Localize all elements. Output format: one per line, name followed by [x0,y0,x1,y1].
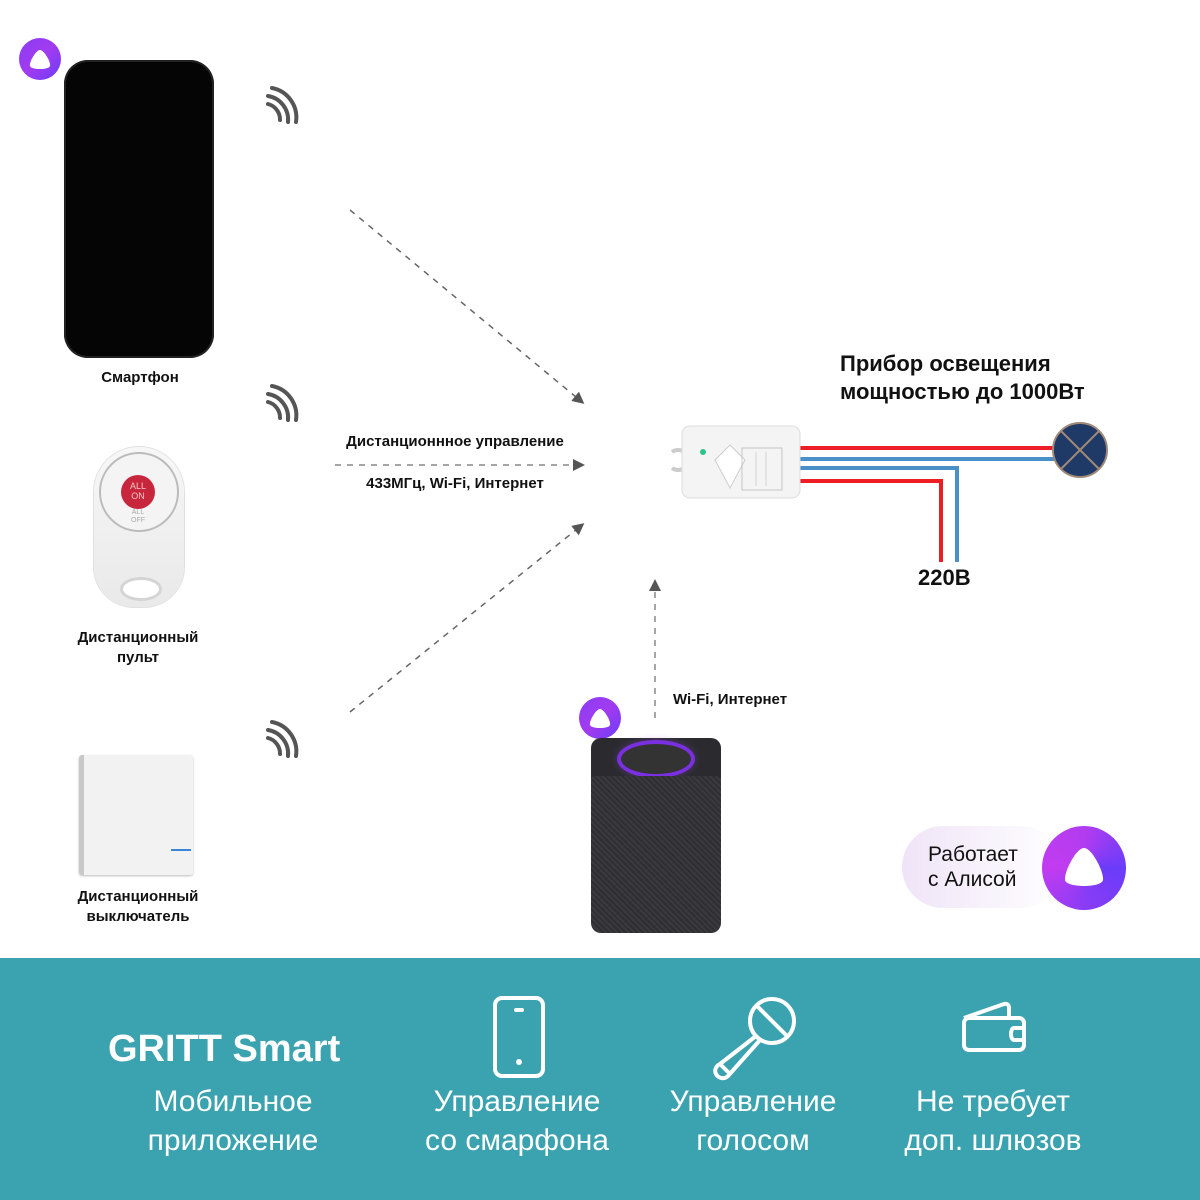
alice-logo [1042,826,1126,910]
wall-switch-device[interactable] [79,755,193,875]
smartphone-device [64,60,214,358]
smartphone-icon [493,996,545,1078]
remote-control-protocols: 433МГц, Wi-Fi, Интернет [366,475,544,492]
keyring-hole [120,577,162,601]
alice-icon [579,697,621,739]
feature-line2: со смарфона [425,1124,609,1157]
wiring [800,446,1055,562]
feature-line1: Управление [433,1085,601,1118]
all-on-text: ALL [129,481,146,491]
lamp-title: Прибор освещения мощностью до 1000Вт [840,350,1180,406]
badge-text: Работает с Алисой [928,842,1018,892]
brand-caption-line1: Мобильное [153,1085,313,1118]
arrow-smartphone-to-relay [349,209,585,404]
feature-gateway-caption: Не требует доп. шлюзов [880,1082,1106,1160]
wire-neutral-supply [800,466,959,562]
speaker-fabric-body [591,776,721,933]
wall-switch-label: Дистанционный выключатель [50,887,226,927]
smartphone-label: Смартфон [101,369,179,386]
wifi-signal-icon [266,86,299,124]
diagram-canvas [266,86,1108,758]
feature-smartphone-caption: Управление со смарфона [404,1082,630,1160]
all-on-text: ON [131,491,145,501]
wifi-signal-icon [266,720,299,758]
speaker-ring-light [621,744,691,774]
feature-line2: доп. шлюзов [904,1124,1082,1157]
all-off-button[interactable]: ALL OFF [126,509,150,525]
remote-label-line2: пульт [117,649,159,666]
switch-label-line2: выключатель [86,908,190,925]
arrow-switch-to-relay [349,523,585,713]
remote-control-title: Дистанционнное управление [346,433,564,450]
badge-text-line2: с Алисой [928,868,1017,891]
wire-phase-supply [800,479,943,562]
remote-control-device: ALL ON ALL OFF [94,447,184,607]
speaker-link-label: Wi-Fi, Интернет [672,691,788,708]
microphone-icon [713,997,796,1081]
feature-line1: Управление [669,1085,837,1118]
switch-indicator-led [171,849,191,851]
works-with-alice-badge: Работает с Алисой [902,826,1126,910]
brand-caption-line2: приложение [147,1124,319,1157]
feature-banner: GRITT Smart Мобильное приложение Управле… [0,958,1200,1200]
badge-pill [902,826,1062,908]
feature-line2: голосом [696,1124,810,1157]
brand-title: GRITT Smart [108,1028,341,1070]
brand-caption: Мобильное приложение [95,1082,371,1160]
wallet-icon [962,1001,1026,1052]
relay-module[interactable] [670,425,801,499]
voltage-label: 220В [918,565,971,590]
remote-control-label: Дистанционный пульт [50,628,226,668]
lamp-symbol [1052,422,1108,478]
lamp-title-line2: мощностью до 1000Вт [840,379,1085,404]
badge-text-line1: Работает [928,843,1018,866]
feature-line1: Не требует [915,1085,1071,1118]
feature-voice-caption: Управление голосом [645,1082,861,1160]
remote-label-line1: Дистанционный [77,629,199,646]
switch-label-line1: Дистанционный [77,888,199,905]
smart-speaker-device [591,738,721,933]
all-on-button[interactable]: ALL ON [121,475,155,509]
all-off-text: OFF [131,517,145,524]
alice-icon [19,38,61,80]
lamp-title-line1: Прибор освещения [840,351,1051,376]
all-off-text: ALL [131,509,145,516]
wifi-signal-icon [266,384,299,422]
